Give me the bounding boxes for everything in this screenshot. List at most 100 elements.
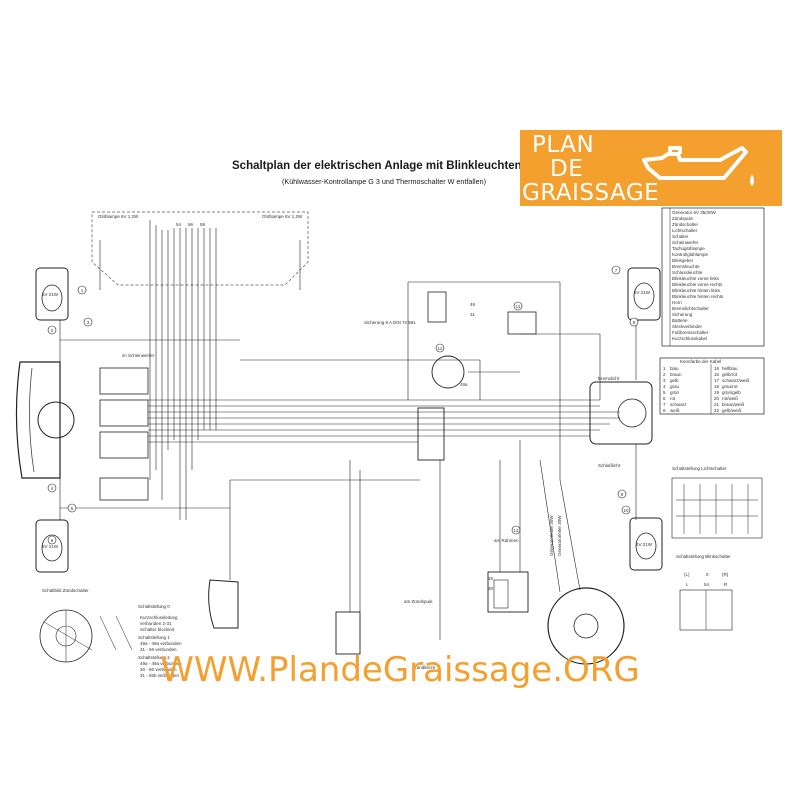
blink-label: (L) <box>684 572 690 577</box>
legend-row: Batterie <box>672 318 688 323</box>
legend-row: Zündspule <box>672 216 694 221</box>
legend-row: Blinkgeber <box>672 258 694 263</box>
color-row-num: 16 <box>714 372 720 377</box>
legend-row: Blinkleuchte hinten rechts <box>672 294 724 299</box>
wire-number: 5 <box>71 506 74 511</box>
schaltstellung-line: 31 - 56 verbunden <box>140 647 177 652</box>
legend-row: Fußbremsschalter <box>672 330 709 335</box>
color-row-name: rot <box>670 396 676 401</box>
blinkschalter-title: Schaltstellung Blinkschalter <box>676 554 731 559</box>
color-row-name: grün/gelb <box>722 390 741 395</box>
bremslicht-label: Bremslicht <box>598 376 620 381</box>
wire-number: 2 <box>51 328 54 333</box>
legend-row: Bremsleuchte <box>672 264 700 269</box>
color-row-name: schwarz/weiß <box>722 378 750 383</box>
logo-background <box>520 130 782 206</box>
scheinwerfer-label: im Scheinwerfer <box>122 353 155 358</box>
lichtschalter-panel: Schaltstellung Lichtschalter <box>671 466 763 539</box>
legend-row: Steckverbinder <box>672 324 703 329</box>
terminal-label: 31 <box>470 312 476 317</box>
schaltstellung-title: Schaltstellung 0 <box>138 604 170 609</box>
legend-row: Zündschalter <box>672 222 699 227</box>
legend-row: Schlussleuchte <box>672 270 703 275</box>
schaltstellung-line: verbunden 2-31 <box>140 621 172 626</box>
wire-number: 7 <box>615 268 618 273</box>
generator-label-2: Generatorleiter 30W <box>557 515 562 556</box>
color-row-name: gelb <box>670 378 679 383</box>
terminal-label: 15 <box>488 576 494 581</box>
color-row-num: 19 <box>714 390 720 395</box>
color-row-name: braun/weiß <box>722 402 745 407</box>
legend-row: Schalter <box>672 234 689 239</box>
schaltstellung-line: 49a - 49a verbunden <box>140 641 182 646</box>
terminal-label: 30 <box>488 586 494 591</box>
color-row-name: schwarz <box>670 402 687 407</box>
schlusslicht-label: Schlußlicht <box>598 463 621 468</box>
wire-number: 11 <box>516 304 521 309</box>
legend-row: Kontrollglühlampe <box>672 252 709 257</box>
schaltstellung-line: Schalter blockiert <box>140 627 175 632</box>
color-row-num: 20 <box>714 396 720 401</box>
wire-number: 8 <box>633 320 636 325</box>
blink-label: 0 <box>706 572 709 577</box>
terminal-label: 56 <box>188 222 194 227</box>
color-table-heading: Kennfarbe der Kabel <box>680 359 721 364</box>
blink-label: R <box>724 582 728 587</box>
color-row-name: grau <box>670 384 680 389</box>
color-row-name: blau <box>670 366 679 371</box>
schaltstellung-line: 31 - 56b verbunden <box>140 673 180 678</box>
blink-label: 54 <box>704 582 710 587</box>
color-row-num: 5 <box>663 390 666 395</box>
logo-line-2: DE <box>550 156 584 182</box>
blink-label: (R) <box>722 572 729 577</box>
rahmen-label: am Rahmen <box>494 538 519 543</box>
wire-number: 10 <box>623 508 629 513</box>
color-row-num: 17 <box>714 378 720 383</box>
legend-row: Kurzschlusskabel <box>672 336 707 341</box>
website-watermark[interactable]: WWW.PlandeGraissage.ORG <box>160 650 640 690</box>
color-row-num: 6 <box>663 396 666 401</box>
color-row-name: weiß <box>670 408 680 413</box>
color-row-num: 22 <box>714 408 720 413</box>
fuse-label: Sicherung 8 A DIN 72 581 <box>364 320 416 325</box>
zuendkerze-label: Zündkerze <box>414 665 436 670</box>
legend-row: Scheinwerfer <box>672 240 699 245</box>
blinkschalter-panel: Schaltstellung Blinkschalter (L) 0 (R) L… <box>676 554 733 631</box>
color-row-name: grün <box>670 390 680 395</box>
schaltstellung-line: 49a - 49a verbunden <box>140 661 182 666</box>
color-row-num: 8 <box>663 408 666 413</box>
blinker-tag-front-left: 6V 21W <box>42 292 59 297</box>
color-row-name: grau/rot <box>722 384 738 389</box>
blink-label: L <box>686 582 689 587</box>
diagram-subtitle: (Kühlwasser-Kontrollampe G 3 und Thermos… <box>282 177 487 186</box>
wire-number: 9 <box>621 492 624 497</box>
wire-number: 12 <box>437 346 443 351</box>
lichtschalter-title: Schaltstellung Lichtschalter <box>672 466 727 471</box>
legend-row: Horn <box>672 300 682 305</box>
wire-number: 1 <box>81 288 84 293</box>
color-row-name: gelb/rot <box>722 372 738 377</box>
legend-row: Generator 6V 35/30W <box>672 210 717 215</box>
wire-color-table: Kennfarbe der Kabel 1 blau 15 hellblau 2… <box>659 357 765 415</box>
legend-row: Bremslichtschalter <box>672 306 709 311</box>
blinker-tag-front-right: 6V 21W <box>634 290 651 295</box>
zuendschalter-panel: Schaltbild Zündschalter <box>39 588 133 663</box>
terminal-label: 49 <box>470 302 476 307</box>
color-row-name: rot/weiß <box>722 396 738 401</box>
color-row-num: 4 <box>663 384 666 389</box>
wire-number: 4 <box>51 486 54 491</box>
legend-row: Sicherung <box>672 312 693 317</box>
blinker-tag-rear-right: 6V 21W <box>636 542 653 547</box>
terminal-label: 49a <box>460 382 468 387</box>
wire-number: 13 <box>513 528 519 533</box>
color-row-name: hellblau <box>722 366 738 371</box>
color-row-num: 15 <box>714 366 720 371</box>
schaltstellung-line: Kurzschlussleitung <box>140 615 178 620</box>
zuendschalter-title: Schaltbild Zündschalter <box>42 588 89 593</box>
oil-can-icon <box>642 146 748 180</box>
oil-drop-icon <box>750 174 754 186</box>
color-row-num: 3 <box>663 378 666 383</box>
color-row-num: 2 <box>663 372 666 377</box>
schaltstellung-notes: Schaltstellung 0 Kurzschlussleitung verb… <box>138 604 182 678</box>
color-row-num: 18 <box>714 384 720 389</box>
